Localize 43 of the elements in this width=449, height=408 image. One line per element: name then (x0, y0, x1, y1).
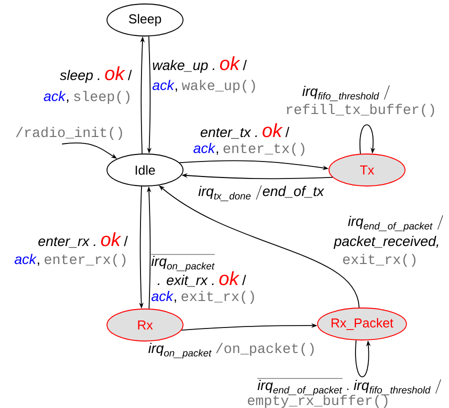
function-call: sleep() (74, 90, 130, 104)
function-call: empty_rx_buffer() (248, 394, 388, 408)
action-label: packet_received, (334, 236, 438, 249)
arrow (359, 124, 376, 154)
edge-label: /radio_init() (16, 126, 122, 140)
edge-label: $\overline{\mathit{irq}_{\mathit{on\_packet}}}$ (151, 254, 215, 272)
edge-label: sleep . (60, 70, 100, 83)
function-call: enter_tx() (224, 142, 304, 156)
output-label: ack (14, 254, 37, 264)
output-label: ack (194, 142, 216, 154)
function-call: enter_rx() (44, 254, 126, 267)
output-label: ack (152, 290, 174, 302)
function-call: wake_up() (182, 80, 255, 93)
edge-label: $\mathit{irq}_{\mathit{fifo\_threshold}}\ /$ (302, 85, 390, 102)
separator-mark: , (38, 262, 40, 266)
function-call: exit_rx() (182, 290, 254, 304)
separator-mark: / (128, 70, 132, 80)
separator-mark: , (176, 88, 178, 92)
edge-label: enter_tx . (200, 128, 257, 139)
output-label: ack (152, 80, 175, 90)
guard-label: ok (219, 271, 240, 286)
edge-label: enter_rx . (38, 236, 96, 248)
separator-mark: / (124, 236, 128, 246)
guard-label: ok (105, 66, 126, 80)
guard-label: ok (101, 232, 122, 246)
action-label: . exit_rx . (158, 274, 214, 287)
separator-mark: , (66, 100, 68, 103)
edge-label: $\mathit{irq}_{\mathit{tx\_done}}\ /\mathit{end\_of\_tx}$ (198, 185, 324, 202)
edge-label: $\mathit{irq}_{\mathit{on\_packet}}$ (148, 342, 212, 358)
edge-label: wake_up . (152, 60, 214, 73)
separator-mark: , (216, 152, 218, 155)
function-call: /on_packet() (216, 342, 314, 356)
function-call: exit_rx() (343, 254, 416, 267)
edge-label: $\overline{\mathit{irq}_{\mathit{end\_of\_packet}}}$ (257, 378, 342, 396)
output-label: ack (44, 90, 66, 102)
separator-mark: / (285, 126, 290, 138)
function-call: refill_tx_buffer() (286, 104, 434, 117)
separator-mark: / (242, 274, 246, 286)
edge-label: $\mathit{irq}_{\mathit{end\_of\_packet}}\ /$ (348, 215, 443, 232)
separator-mark: / (242, 60, 247, 70)
action-label: $.\ \mathit{irq}_{\mathit{fifo\_threshold}}\ /$ (347, 379, 441, 396)
guard-label: ok (220, 56, 240, 70)
guard-label: ok (262, 123, 283, 138)
